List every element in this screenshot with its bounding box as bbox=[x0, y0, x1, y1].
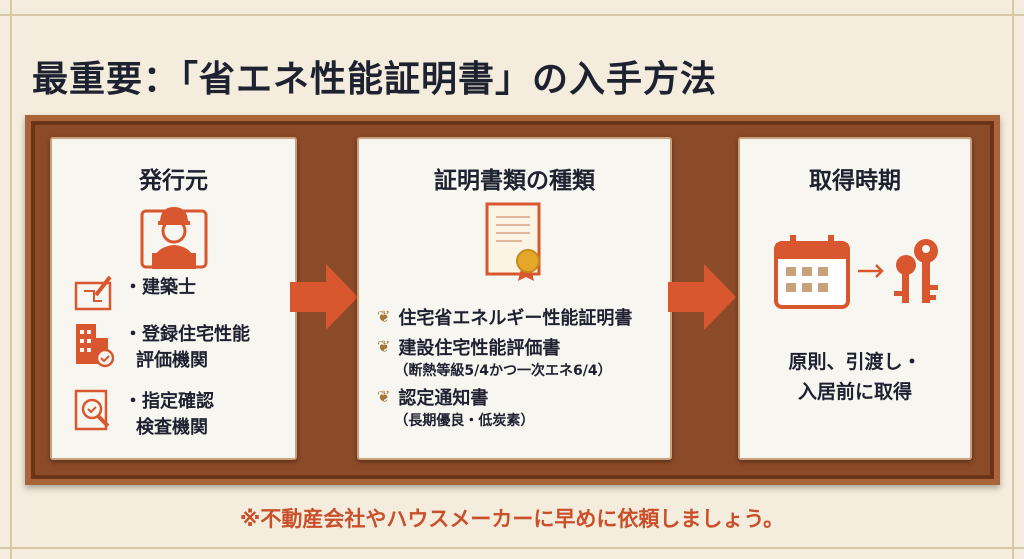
divider bbox=[10, 0, 12, 559]
certificate-note: （断熱等級5/4かつ一次エネ6/4） bbox=[394, 363, 612, 379]
issuer-heading: 発行元 bbox=[139, 168, 208, 194]
calendar-icon bbox=[774, 235, 850, 309]
issuer-item-cont: 評価機関 bbox=[136, 350, 208, 371]
sprout-icon: ❦ bbox=[377, 307, 391, 326]
issuer-item: ・指定確認 bbox=[124, 391, 214, 412]
issuer-item: ・建築士 bbox=[124, 277, 196, 298]
sprout-icon: ❦ bbox=[377, 337, 391, 356]
issuer-item: ・登録住宅性能 bbox=[124, 324, 250, 345]
certificate-item: ❦ 認定通知書 （長期優良・低炭素） bbox=[377, 387, 632, 431]
small-arrow-icon bbox=[858, 264, 884, 278]
certificate-note: （長期優良・低炭素） bbox=[394, 413, 535, 429]
timing-card: 取得時期 原則、引渡し・ 入居前に取得 bbox=[738, 137, 972, 460]
certificate-item: ❦ 住宅省エネルギー性能証明書 bbox=[377, 307, 632, 331]
building-badge-icon bbox=[76, 324, 114, 368]
divider bbox=[0, 14, 1024, 16]
document-magnifier-icon bbox=[74, 389, 110, 431]
issuer-card: 発行元 ・建築士 ・登録住宅性能評価機関 ・指定確認検査機関 bbox=[50, 137, 297, 460]
keys-icon bbox=[894, 239, 938, 303]
certificate-label: 住宅省エネルギー性能証明書 bbox=[398, 308, 633, 329]
certificate-label: 認定通知書 bbox=[398, 388, 489, 409]
engineer-icon bbox=[140, 207, 208, 269]
timing-line: 入居前に取得 bbox=[797, 381, 912, 403]
timing-line: 原則、引渡し・ bbox=[788, 351, 922, 373]
certificate-icon bbox=[485, 202, 541, 281]
footer-note: ※不動産会社やハウスメーカーに早めに依頼しましょう。 bbox=[239, 507, 785, 531]
timing-heading: 取得時期 bbox=[809, 168, 901, 194]
divider bbox=[0, 547, 1024, 549]
page-title: 最重要：「省エネ性能証明書」の入手方法 bbox=[32, 59, 718, 100]
arrow-right-icon bbox=[668, 264, 736, 330]
certificates-heading: 証明書類の種類 bbox=[434, 168, 595, 194]
blueprint-pencil-icon bbox=[74, 275, 112, 311]
issuer-item-cont: 検査機関 bbox=[136, 417, 208, 438]
certificate-types-card: 証明書類の種類 ❦ 住宅省エネルギー性能証明書 ❦ 建設住宅性能評価書 （断熱等級… bbox=[357, 137, 672, 460]
arrow-right-icon bbox=[290, 264, 358, 330]
divider bbox=[1012, 0, 1014, 559]
certificate-label: 建設住宅性能評価書 bbox=[398, 338, 561, 359]
certificate-list: ❦ 住宅省エネルギー性能証明書 ❦ 建設住宅性能評価書 （断熱等級5/4かつ一次エ… bbox=[377, 307, 632, 437]
sprout-icon: ❦ bbox=[377, 387, 391, 406]
certificate-item: ❦ 建設住宅性能評価書 （断熱等級5/4かつ一次エネ6/4） bbox=[377, 337, 632, 381]
